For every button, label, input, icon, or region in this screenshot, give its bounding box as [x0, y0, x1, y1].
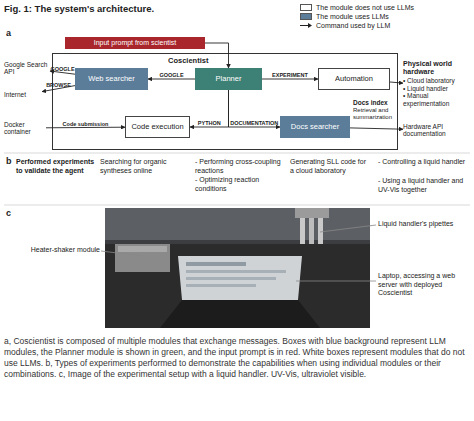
experiment-note: - Optimizing reaction conditions	[195, 176, 283, 193]
connector	[350, 128, 403, 129]
experiment-note: Searching for organic syntheses online	[100, 158, 185, 175]
photo-screen-bar	[186, 284, 256, 287]
node-text: • Liquid handler	[403, 85, 448, 93]
connector	[190, 90, 229, 127]
llm-module-box: Docs searcher	[280, 116, 350, 138]
connector	[50, 71, 75, 74]
node-text: • Cloud laboratory	[403, 77, 455, 85]
edge-label: GOOGLE	[159, 72, 183, 79]
photo-laptop-screen	[178, 256, 302, 300]
input-prompt-box: Input prompt from scientist	[65, 37, 205, 49]
legend-swatch	[300, 4, 312, 11]
connector	[390, 82, 403, 83]
panel-separator	[4, 153, 470, 154]
node-title: Input prompt from scientist	[94, 39, 176, 47]
node-title: Docker container	[4, 121, 46, 136]
node-title: Internet	[4, 91, 26, 99]
panel-separator	[4, 205, 470, 206]
photo-heater-shaker-top	[118, 246, 167, 252]
leader-line	[101, 251, 142, 256]
photo-deck	[105, 208, 370, 242]
node-title: Automation	[335, 75, 373, 84]
photo-background	[105, 208, 370, 328]
photo-deck-edge	[105, 240, 370, 244]
experiment-note: Generating SLL code for a cloud laborato…	[290, 158, 370, 175]
node-title: Hardware API documentation	[403, 123, 472, 138]
photo-screen-bar	[186, 262, 246, 266]
photo-heater-shaker	[115, 244, 170, 272]
hardware-block: Physical world hardware• Cloud laborator…	[403, 60, 472, 112]
node-title: Web searcher	[88, 75, 135, 84]
external-resource: Docker container	[4, 118, 46, 138]
node-text: • Manual experimentation	[403, 92, 472, 107]
connector	[205, 43, 229, 68]
legend-line	[300, 25, 309, 26]
node-title: Google Search API	[4, 61, 50, 76]
connector	[46, 127, 125, 129]
panel-letter: a	[6, 28, 11, 38]
edge-label: GOOGLE	[50, 65, 74, 72]
panel-letter: b	[6, 156, 12, 166]
edge-label: DOCUMENTATION	[230, 120, 278, 127]
edge-label: EXPERIMENT	[272, 72, 308, 79]
llm-module-box: Web searcher	[75, 68, 148, 90]
section-heading: Performed experiments to validate the ag…	[16, 158, 96, 175]
connector	[262, 79, 318, 80]
legend-line-sample	[300, 21, 313, 30]
edge-label: PYTHON	[198, 120, 221, 127]
connector	[148, 79, 195, 80]
module-box: Code execution	[125, 116, 190, 138]
figure-title: Fig. 1: The system's architecture.	[4, 3, 154, 14]
module-box: Automation	[318, 68, 390, 90]
external-resource: Internet	[4, 90, 42, 100]
photo-callout: Laptop, accessing a web server with depl…	[378, 272, 470, 298]
index-note: Retrieval and summarization	[353, 107, 398, 121]
photo-pipette-head	[295, 208, 329, 218]
node-title: Coscientist	[168, 56, 208, 65]
planner-box: Planner	[195, 68, 262, 90]
panel-letter: c	[6, 208, 11, 218]
node-title: Physical world hardware	[403, 60, 472, 76]
figure-caption: a, Coscientist is composed of multiple m…	[4, 336, 470, 380]
experiment-note: - Performing cross-coupling reactions	[195, 158, 283, 175]
photo-screen-bar	[186, 277, 276, 280]
legend-text: The module does not use LLMs	[316, 3, 414, 12]
system-frame: CoscientistWeb searcher Planner Automation…	[52, 53, 398, 150]
connector	[229, 90, 281, 127]
index-label: Docs index	[353, 99, 398, 107]
node-title: Docs searcher	[291, 123, 339, 132]
legend-text: Command used by LLM	[316, 21, 390, 30]
photo-screen-bar	[186, 270, 286, 273]
edge-label: BROWSE	[46, 81, 71, 88]
photo-laptop-keyboard	[160, 300, 320, 328]
external-resource: Google Search API	[4, 58, 50, 78]
leader-line	[296, 281, 376, 282]
experiment-note: - Using a liquid handler and UV-Vis toge…	[378, 177, 470, 194]
edge-label: Code submission	[63, 120, 109, 127]
legend-arrowhead	[308, 23, 312, 28]
legend-swatch	[300, 13, 312, 20]
external-resource: Hardware API documentation	[403, 120, 472, 140]
photo-callout: Heater-shaker module	[20, 246, 100, 255]
leader-line	[320, 225, 376, 232]
node-title: Planner	[216, 75, 242, 84]
photo-callout: Liquid handler's pipettes	[378, 220, 470, 229]
node-title: Code execution	[131, 123, 183, 132]
experiment-note: - Controlling a liquid handler	[378, 158, 470, 167]
legend-text: The module uses LLMs	[316, 12, 389, 21]
